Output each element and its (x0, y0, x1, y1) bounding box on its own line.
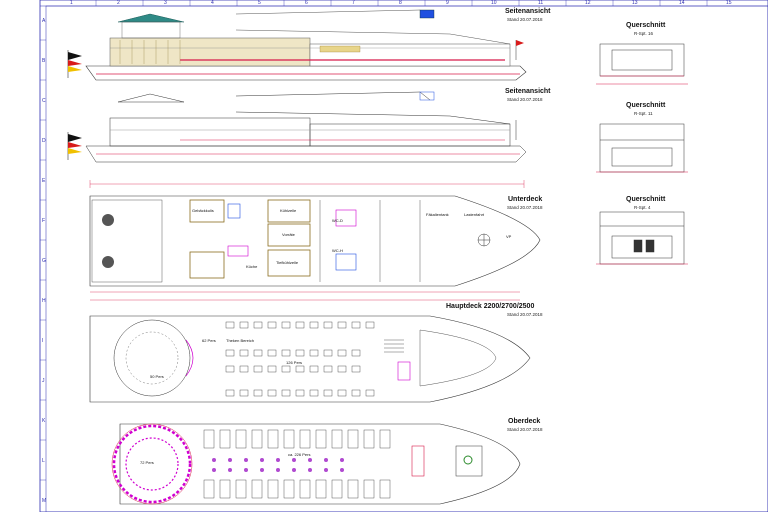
grid-col-1: 1 (70, 0, 73, 6)
lower-deck-dimension (90, 291, 520, 301)
room-label: Kühlzelle (280, 208, 297, 213)
cross-section-2-frame: R-Spt. 11 (634, 111, 653, 116)
cross-section-1-frame: R-Spt. 16 (634, 31, 654, 36)
main-deck-tables (225, 321, 375, 397)
flag-icon-2 (67, 132, 82, 160)
grid-row-e: E (42, 178, 46, 184)
grid-row-h: H (42, 298, 46, 304)
cross-section-2-title: Querschnitt (626, 102, 666, 109)
side-view-2-date: Stand 20.07.2018 (507, 97, 543, 102)
main-deck-date: Stand 20.07.2018 (507, 312, 543, 317)
area-label: ca. 226 Pers (288, 452, 311, 457)
side-view-1-date: Stand 20.07.2018 (507, 17, 543, 22)
cross-section-3-title: Querschnitt (626, 196, 666, 203)
cross-section-2 (596, 123, 688, 173)
dimension-line (89, 180, 525, 188)
lower-deck-date: Stand 20.07.2018 (507, 205, 543, 210)
area-label: 72 Pers (140, 460, 154, 465)
grid-row-g: G (42, 258, 46, 264)
area-label: 62 Pers (202, 338, 216, 343)
grid-col-12: 12 (585, 0, 591, 6)
grid-row-j: J (42, 378, 45, 384)
area-label: 50 Pers (150, 374, 164, 379)
cross-section-1 (596, 43, 688, 85)
lower-deck-plan (89, 195, 541, 287)
main-deck-plan (89, 315, 531, 403)
grid-col-7: 7 (352, 0, 355, 6)
grid-col-15: 15 (726, 0, 732, 6)
grid-col-13: 13 (632, 0, 638, 6)
room-label: Vorräte (282, 232, 295, 237)
lower-deck-title: Unterdeck (508, 196, 543, 203)
side-view-2-title: Seitenansicht (505, 88, 551, 95)
room-label: Gebäckkulis (192, 208, 214, 213)
grid-col-4: 4 (211, 0, 214, 6)
grid-col-11: 11 (538, 0, 544, 6)
room-label: Fäkalientank (426, 212, 449, 217)
cross-section-1-title: Querschnitt (626, 22, 666, 29)
grid-col-9: 9 (446, 0, 449, 6)
room-label: WC-D (332, 218, 343, 223)
grid-row-a: A (42, 18, 46, 24)
grid-col-3: 3 (164, 0, 167, 6)
column-ticks (95, 0, 708, 6)
grid-row-b: B (42, 58, 46, 64)
room-label: Lastenfahrt (464, 212, 485, 217)
side-view-colored (67, 9, 527, 81)
area-label: 126 Pers (286, 360, 303, 365)
grid-row-l: L (42, 458, 45, 464)
grid-row-c: C (42, 98, 46, 104)
grid-row-i: I (42, 338, 44, 344)
grid-col-10: 10 (491, 0, 497, 6)
side-view-line (67, 91, 527, 163)
room-label: VP (506, 234, 512, 239)
grid-col-6: 6 (305, 0, 308, 6)
row-ticks (40, 39, 46, 481)
grid-col-2: 2 (117, 0, 120, 6)
main-deck-title: Hauptdeck 2200/2700/2500 (446, 303, 535, 310)
grid-col-8: 8 (399, 0, 402, 6)
area-label: Theken Bereich (226, 338, 255, 343)
room-label: WC-H (332, 248, 343, 253)
side-view-1-title: Seitenansicht (505, 8, 551, 15)
grid-row-f: F (42, 218, 46, 224)
grid-row-m: M (42, 498, 47, 504)
upper-deck-date: Stand 20.07.2018 (507, 427, 543, 432)
cross-section-3-frame: R-Spt. 4 (634, 205, 651, 210)
grid-col-5: 5 (258, 0, 261, 6)
grid-row-d: D (42, 138, 46, 144)
room-label: Küche (246, 264, 258, 269)
room-label: Tiefkühlzelle (276, 260, 299, 265)
upper-deck-plan (111, 423, 521, 505)
grid-row-k: K (42, 418, 46, 424)
flag-icon (67, 50, 82, 78)
upper-deck-benches (203, 429, 391, 499)
upper-deck-title: Oberdeck (508, 418, 541, 425)
grid-col-14: 14 (679, 0, 685, 6)
cross-section-3 (596, 211, 688, 265)
